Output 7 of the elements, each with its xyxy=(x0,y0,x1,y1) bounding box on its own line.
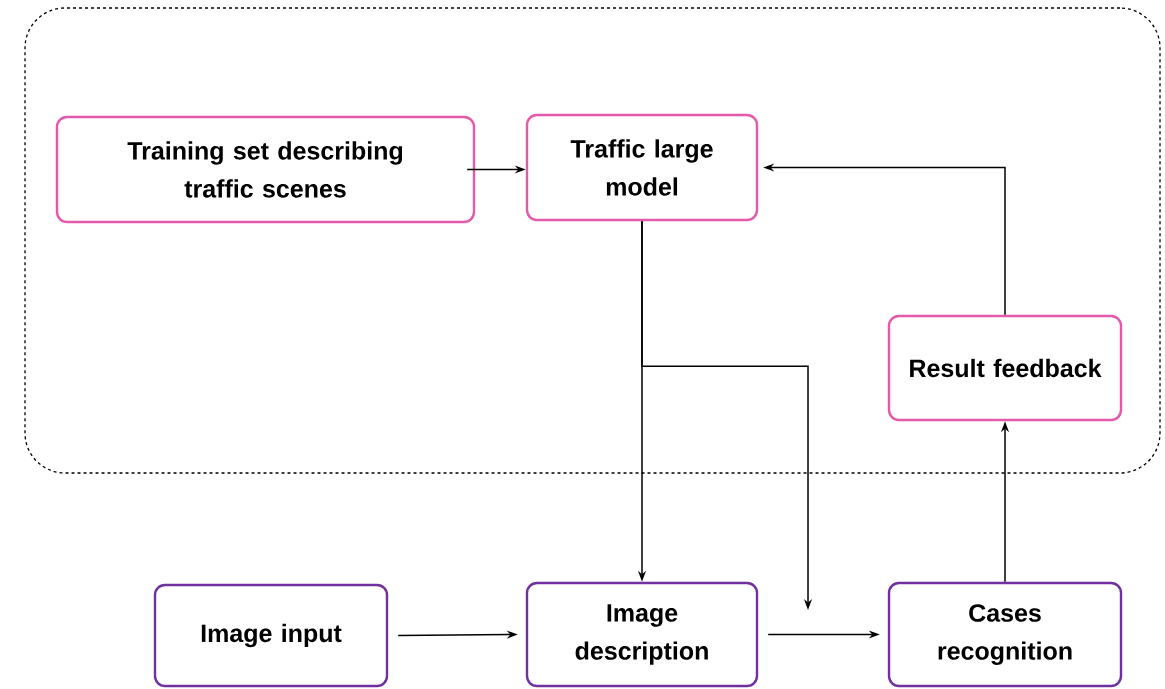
process-box: Traffic large model xyxy=(525,113,759,222)
dashed-region xyxy=(24,7,1161,474)
process-box: Training set describing traffic scenes xyxy=(55,115,476,224)
process-box: Result feedback xyxy=(887,314,1123,422)
process-box: Image input xyxy=(153,583,389,688)
process-box: Cases recognition xyxy=(887,581,1123,688)
process-box: Image description xyxy=(525,581,759,688)
